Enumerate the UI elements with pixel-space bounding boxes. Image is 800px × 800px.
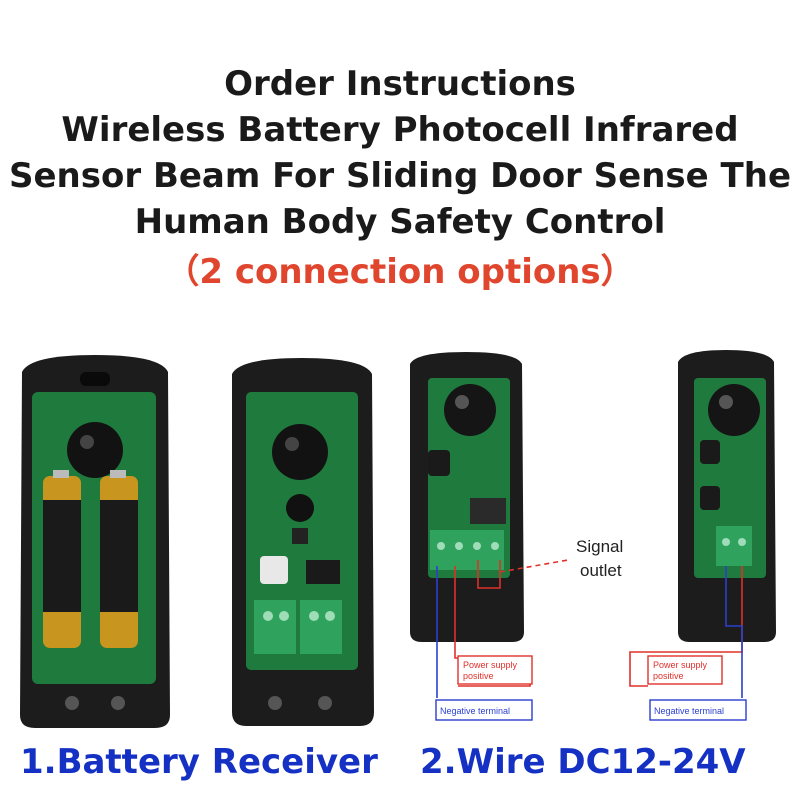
product-photo-composite: Signal outlet Power supply positive Powe…: [20, 350, 776, 728]
title-line-4: Human Body Safety Control: [134, 202, 666, 242]
title-line-1: Order Instructions: [224, 64, 576, 104]
negative-label-b: Negative terminal: [654, 706, 724, 716]
sensor-unit-receiver: [232, 358, 374, 726]
title-line-2: Wireless Battery Photocell Infrared: [61, 110, 739, 150]
sensor-unit-wired-4pin: [410, 352, 524, 642]
signal-label-line-2: outlet: [580, 561, 622, 580]
battery-right: [100, 470, 138, 648]
power-label-a-line-1: Power supply: [463, 660, 518, 670]
caption-option-1: 1.Battery Receiver: [20, 742, 378, 782]
battery-left: [43, 470, 81, 648]
title-line-3: Sensor Beam For Sliding Door Sense The: [9, 156, 791, 196]
power-label-a-line-2: positive: [463, 671, 494, 681]
power-label-b-line-2: positive: [653, 671, 684, 681]
sensor-unit-wired-2pin: [678, 350, 776, 642]
negative-label-a: Negative terminal: [440, 706, 510, 716]
subtitle-options: （2 connection options）: [165, 252, 635, 292]
sensor-unit-battery: [20, 355, 170, 728]
signal-label-line-1: Signal: [576, 537, 623, 556]
power-label-b-line-1: Power supply: [653, 660, 708, 670]
wiring-diagram: [436, 559, 743, 698]
caption-option-2: 2.Wire DC12-24V: [420, 742, 746, 782]
